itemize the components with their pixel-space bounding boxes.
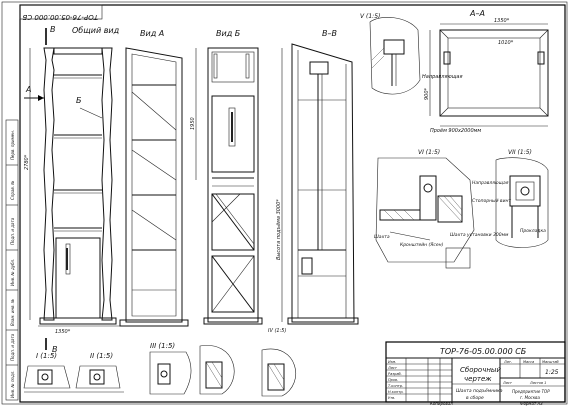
- view-b-title: Вид Б: [216, 29, 241, 38]
- section-aa-title: А–А: [469, 9, 485, 18]
- note-rail-2: Направляющая: [472, 180, 509, 186]
- label-mass: Масса: [523, 360, 534, 364]
- subtitle-line-1: Шахта подъёмника: [456, 388, 503, 394]
- dim-lift-height: Высота подъёма 3000*: [276, 199, 282, 260]
- label-copied: Копировал: [430, 401, 453, 406]
- note-shaft: Шахта: [374, 234, 390, 240]
- role-change: Изм.: [388, 360, 396, 364]
- detail-vi-title: VI (1:5): [418, 149, 440, 156]
- dim-width: 1350*: [55, 329, 71, 335]
- detail-ii: II (1:5): [75, 352, 121, 389]
- title-block: ТОР-76-05.00.000 СБ Изм. Лист Разраб. Пр…: [385, 341, 566, 403]
- role-sheet: Лист: [387, 366, 398, 370]
- detail-iii-title: III (1:5): [150, 342, 175, 350]
- title-line-1: Сборочный: [460, 366, 501, 374]
- role-checker: Пров.: [388, 378, 398, 382]
- inner-frame: [19, 4, 566, 403]
- detail-ii-title: II (1:5): [90, 352, 113, 360]
- title-designation: ТОР-76-05.00.000 СБ: [440, 347, 527, 356]
- general-view-title: Общий вид: [72, 26, 120, 35]
- strip-label: Инв. № дубл.: [10, 259, 15, 286]
- view-arrow-a: А: [25, 85, 31, 94]
- detail-i-title: I (1:5): [36, 352, 57, 360]
- top-stamp-text: ТОР-76-05.00.000 СБ: [22, 13, 98, 21]
- note-guide-rail: Направляющая: [422, 74, 462, 80]
- strip-label: Инв. № подл.: [10, 370, 15, 398]
- section-marker-bottom: В: [52, 345, 58, 354]
- detail-iii: III (1:5): [149, 342, 192, 395]
- detail-vi: VI (1:5) Шахта Кронштейн (Ясен) Шахта ус…: [374, 149, 509, 269]
- role-norm-control: Н.контр.: [388, 390, 404, 394]
- note-stop-screw: Стопорный винт: [472, 198, 511, 204]
- dim-height: 2780*: [24, 154, 30, 170]
- view-a-title: Вид А: [140, 29, 164, 38]
- org-line-2: г. Москва: [520, 395, 541, 400]
- view-a: Вид А: [119, 29, 189, 327]
- detail-i: I (1:5): [23, 352, 71, 389]
- scale-value: 1:25: [545, 369, 559, 376]
- left-binding-strip: Перв. примен. Справ. № Подп. и дата Инв.…: [5, 119, 19, 401]
- title-line-2: чертеж: [464, 375, 492, 383]
- label-lit: Лит.: [503, 360, 512, 364]
- detail-vii: VII (1:5) Направляющая Стопорный винт Пр…: [472, 149, 549, 248]
- general-view: Общий вид В А Б 2780* 1350* В: [24, 25, 120, 354]
- strip-label: Справ. №: [10, 181, 15, 200]
- detail-iv-callout: IV (1:5): [268, 328, 286, 334]
- dim-1350: 1350*: [494, 18, 510, 24]
- label-format: Формат А3: [520, 401, 543, 406]
- strip-label: Подп. и дата: [10, 333, 15, 361]
- label-sheets: Листов 1: [529, 381, 546, 385]
- strip-label: Перв. примен.: [10, 130, 15, 160]
- dim-900: 900*: [424, 87, 430, 100]
- dim-1950: 1950: [190, 117, 196, 130]
- detail-v: V (1:5): [360, 13, 421, 95]
- view-arrow-b: Б: [76, 96, 82, 105]
- label-sheet: Лист: [502, 381, 513, 385]
- dim-1010: 1010*: [498, 40, 514, 46]
- role-approved: Утв.: [388, 396, 395, 400]
- top-stamp: ТОР-76-05.00.000 СБ: [19, 4, 103, 21]
- org-line-1: Предприятие ТОР: [512, 389, 550, 394]
- note-bracket: Кронштейн (Ясен): [400, 242, 444, 248]
- detail-iv: [199, 345, 296, 397]
- view-b: Вид Б 1950: [190, 29, 263, 325]
- note-gasket: Прокладка: [520, 228, 546, 234]
- note-opening: Проём 900х2000мм: [430, 128, 481, 134]
- strip-label: Подп. и дата: [10, 217, 15, 245]
- strip-label: Взам. инв. №: [10, 299, 15, 326]
- section-vv-title: В–В: [322, 29, 337, 38]
- role-developer: Разраб.: [388, 372, 402, 376]
- detail-vii-title: VII (1:5): [508, 149, 532, 156]
- subtitle-line-2: в сборе: [466, 395, 484, 401]
- note-shaft-install: Шахта установки 300мм: [450, 232, 509, 238]
- label-scale: Масштаб: [542, 360, 559, 364]
- detail-v-title: V (1:5): [360, 13, 380, 20]
- role-tech-control: Т.контр.: [388, 384, 403, 388]
- section-aa: А–А 1350* 1010* 900* Направляющая Проём …: [422, 9, 549, 134]
- section-marker-top: В: [50, 25, 56, 34]
- section-vv: В–В Высота подъёма 3000* IV (1:5): [268, 29, 359, 334]
